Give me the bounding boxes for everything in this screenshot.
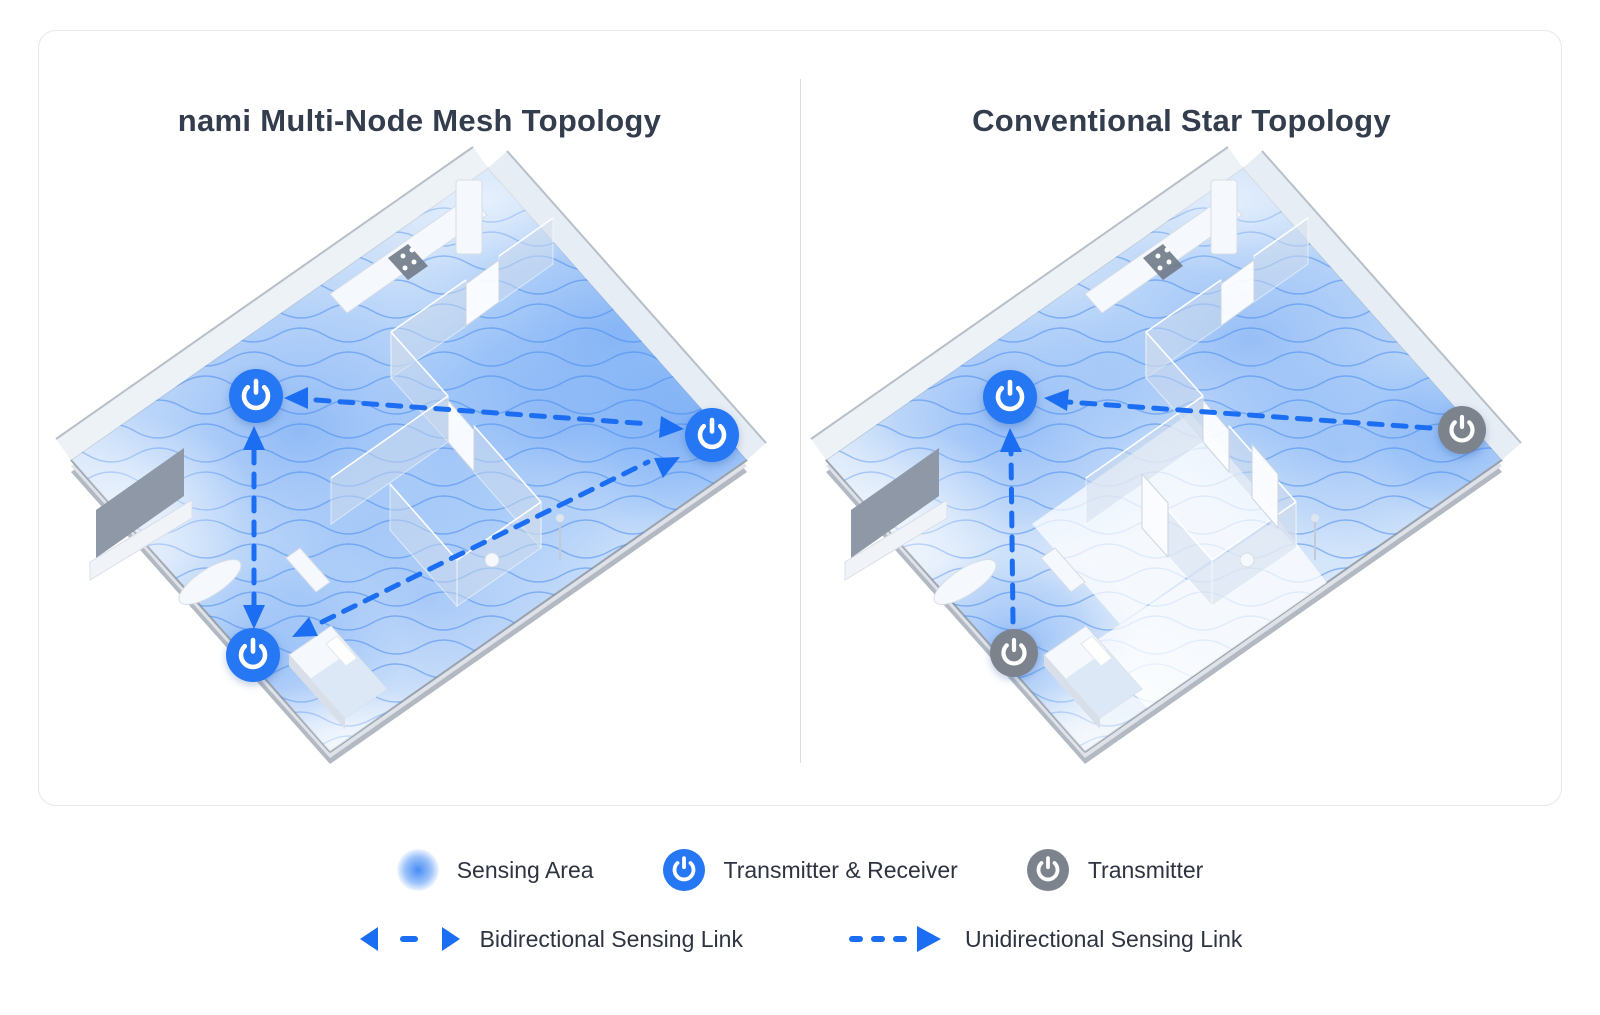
legend-label: Bidirectional Sensing Link — [479, 925, 743, 952]
unidirectional-link-icon — [848, 926, 941, 952]
legend-label: Transmitter — [1087, 856, 1204, 883]
sensing-area-icon — [396, 849, 439, 891]
power-blue-icon — [662, 849, 705, 891]
legend-label: Unidirectional Sensing Link — [964, 925, 1243, 952]
legend-label: Sensing Area — [456, 856, 594, 883]
legend-bidirectional-link: Bidirectional Sensing Link — [358, 923, 743, 955]
legend-label: Transmitter & Receiver — [723, 856, 958, 883]
legend-row-2: Bidirectional Sensing Link Unidirectiona… — [0, 908, 1600, 970]
panel-divider — [800, 79, 801, 763]
star-panel-title: Conventional Star Topology — [972, 103, 1391, 138]
legend-transmitter-receiver: Transmitter & Receiver — [662, 848, 958, 892]
legend-unidirectional-link: Unidirectional Sensing Link — [847, 923, 1242, 955]
topology-card: nami Multi-Node Mesh Topology Convention… — [38, 30, 1562, 806]
legend-sensing-area: Sensing Area — [396, 849, 594, 891]
mesh-panel-title: nami Multi-Node Mesh Topology — [177, 103, 662, 138]
bidirectional-link-icon — [359, 927, 460, 951]
power-gray-icon — [1026, 849, 1069, 891]
legend-transmitter: Transmitter — [1026, 848, 1203, 892]
legend: Sensing Area Transmitter & Receiver Tran… — [0, 838, 1600, 970]
legend-row-1: Sensing Area Transmitter & Receiver Tran… — [0, 838, 1600, 902]
